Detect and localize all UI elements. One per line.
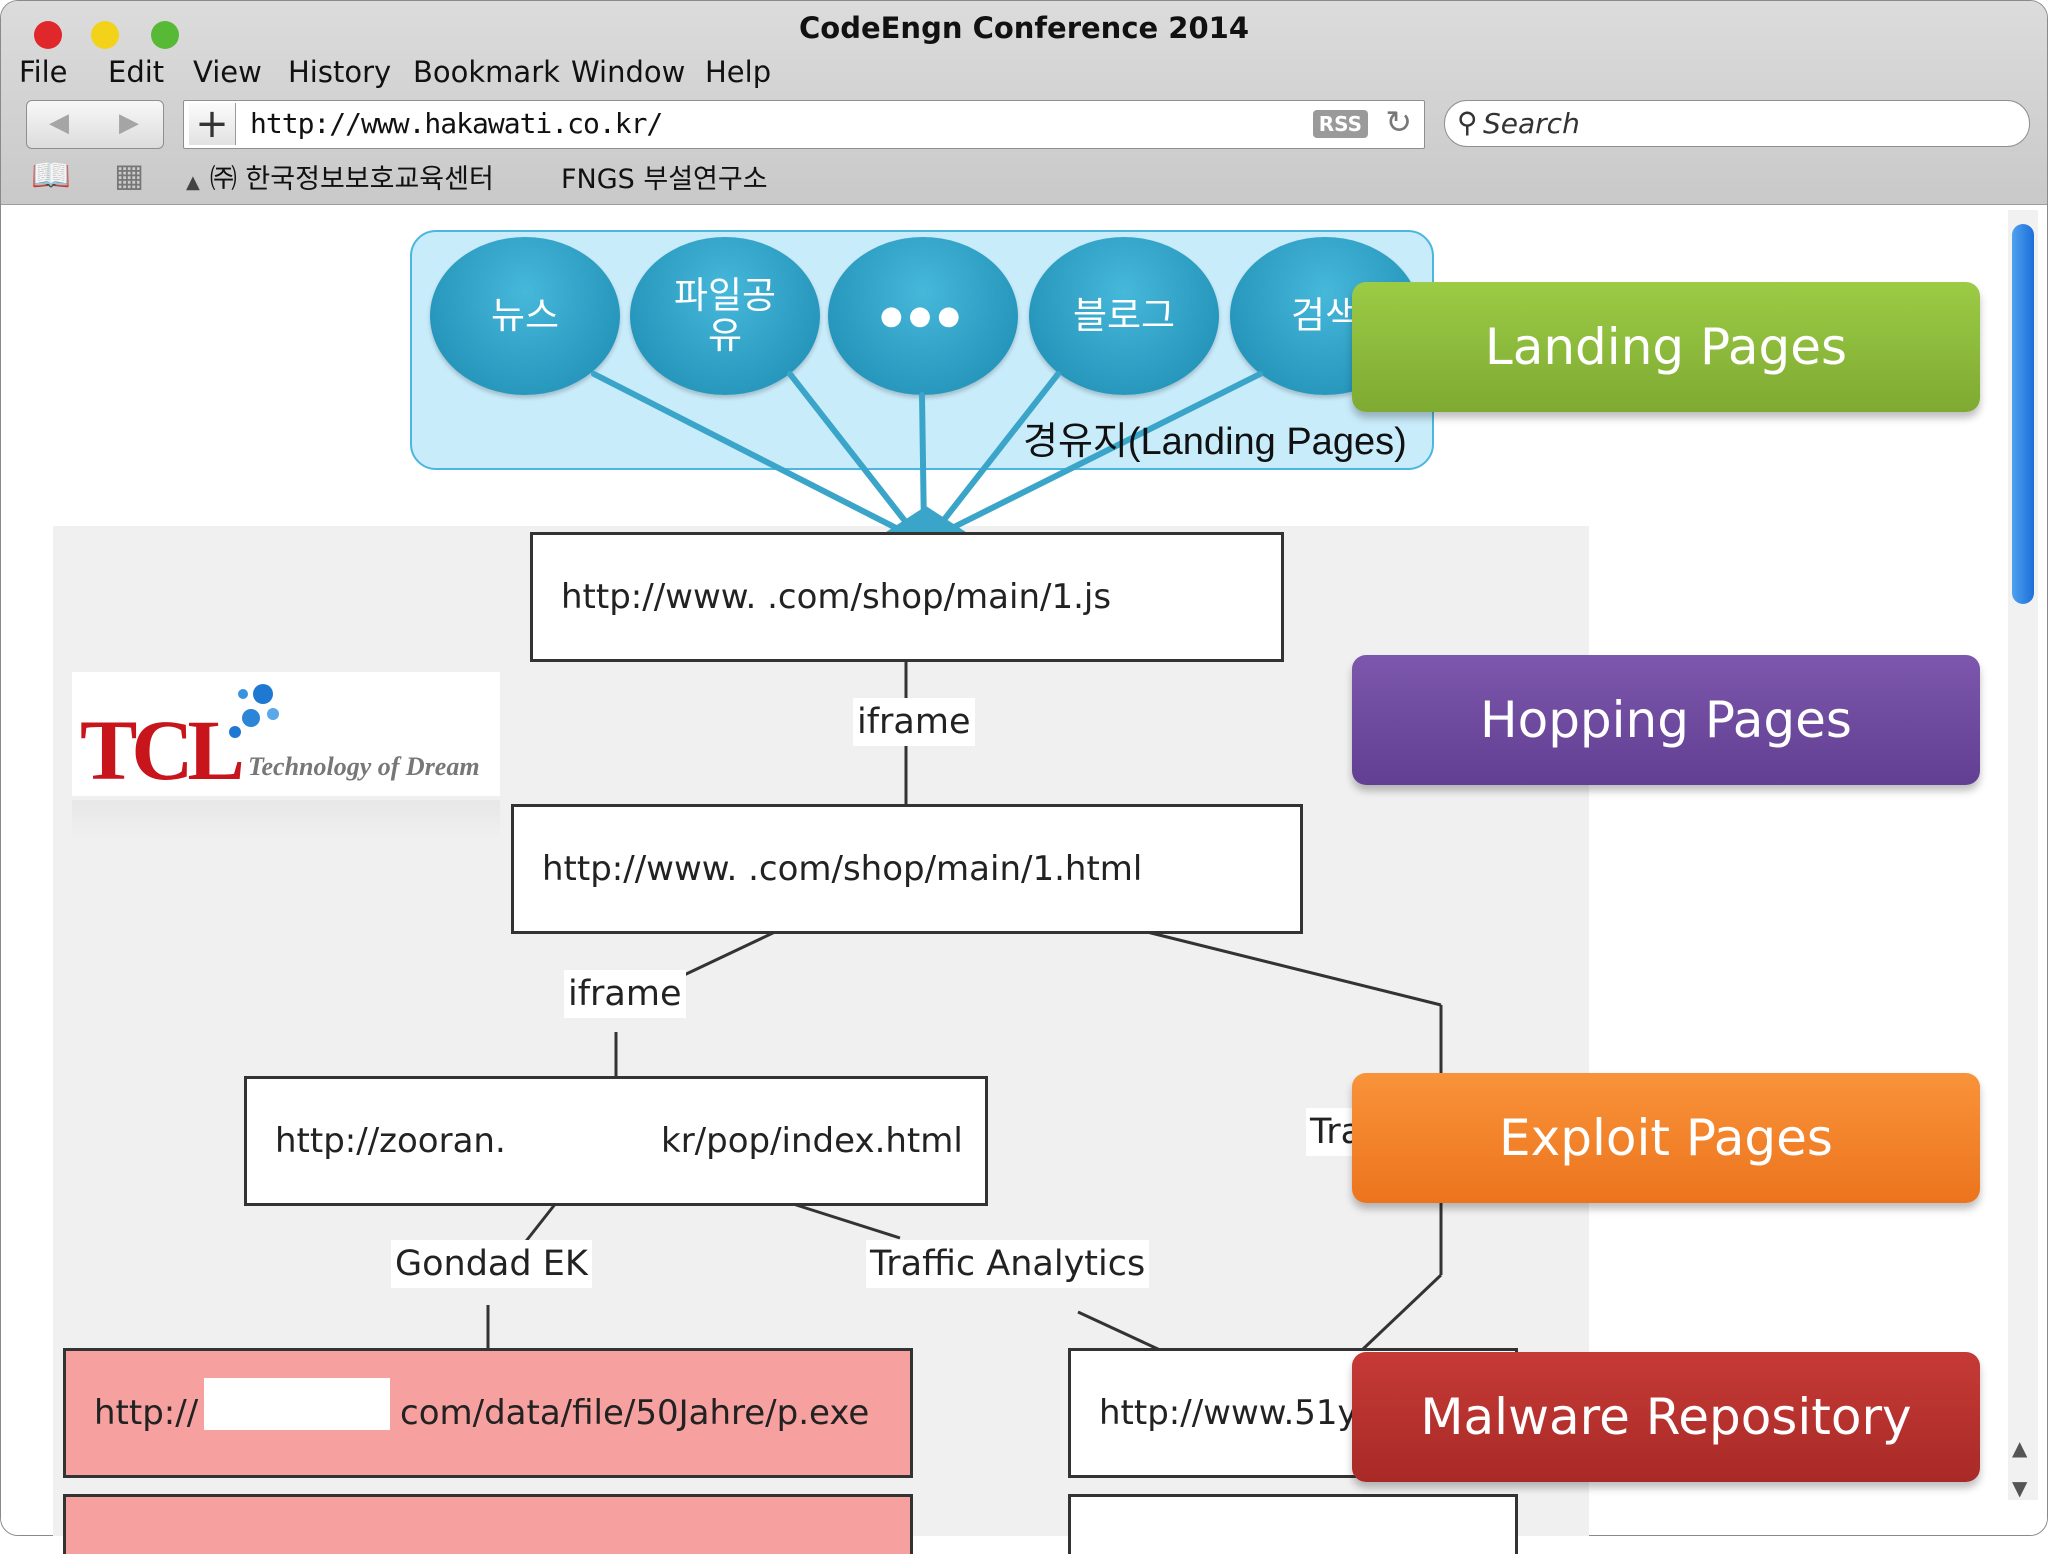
edge-label-iframe-1: iframe	[853, 698, 975, 746]
tcl-logo: TCL Technology of Dream	[72, 672, 500, 798]
bubble-fileshare: 파일공 유	[630, 237, 820, 395]
nav-buttons: ◀ ▶	[26, 100, 164, 149]
search-field[interactable]: ⚲ Search	[1444, 100, 2030, 147]
logo-text: TCL	[80, 702, 245, 798]
window-title: CodeEngn Conference 2014	[798, 11, 1249, 45]
scrollbar-thumb[interactable]	[2012, 224, 2034, 604]
box-malware-next	[63, 1494, 913, 1554]
back-button[interactable]: ◀	[49, 108, 69, 138]
reload-icon[interactable]: ↻	[1385, 103, 1412, 141]
menu-history[interactable]: History	[288, 55, 392, 89]
box-malware-exe: http:// com/data/file/50Jahre/p.exe	[63, 1348, 913, 1478]
scroll-down-icon[interactable]: ▼	[2012, 1476, 2028, 1500]
logo-reflection	[72, 800, 500, 840]
box-exploit-page: http://zooran. kr/pop/index.html	[244, 1076, 988, 1206]
menu-file[interactable]: File	[19, 55, 68, 89]
zoom-button[interactable]	[151, 21, 179, 49]
edge-label-traffic: Traffic Analytics	[866, 1240, 1150, 1288]
landing-caption: 경유지(Landing Pages)	[1023, 421, 1407, 463]
close-button[interactable]	[34, 21, 62, 49]
tag-malware-repository: Malware Repository	[1352, 1352, 1980, 1482]
search-placeholder: Search	[1483, 107, 1580, 140]
address-bar[interactable]: + http://www.hakawati.co.kr/ RSS ↻	[183, 100, 1425, 149]
vertical-scrollbar[interactable]	[2008, 210, 2038, 1500]
browser-chrome: CodeEngn Conference 2014 File Edit View …	[1, 1, 2047, 205]
add-bookmark-button[interactable]: +	[189, 103, 236, 145]
logo-slogan: Technology of Dream	[248, 752, 480, 781]
tag-landing-pages: Landing Pages	[1352, 282, 1980, 412]
bookmark-triangle-icon: ▲	[186, 172, 200, 193]
menu-help[interactable]: Help	[705, 55, 772, 89]
scroll-up-icon[interactable]: ▲	[2012, 1436, 2028, 1460]
bookmark-item-1[interactable]: ▲㈜ 한국정보보호교육센터	[186, 164, 494, 195]
bubble-news: 뉴스	[430, 237, 620, 395]
bubble-blog: 블로그	[1029, 237, 1219, 395]
menu-view[interactable]: View	[193, 55, 262, 89]
menu-edit[interactable]: Edit	[108, 55, 165, 89]
forward-button[interactable]: ▶	[119, 108, 139, 138]
tag-hopping-pages: Hopping Pages	[1352, 655, 1980, 785]
tag-exploit-pages: Exploit Pages	[1352, 1073, 1980, 1203]
edge-label-iframe-2: iframe	[564, 970, 686, 1018]
minimize-button[interactable]	[91, 21, 119, 49]
reader-icon[interactable]: 📖	[31, 156, 71, 194]
bookmark-item-2[interactable]: FNGS 부설연구소	[561, 164, 768, 195]
bubble-more: ●●●	[828, 237, 1018, 395]
box-landing-js: http://www. .com/shop/main/1.js	[530, 532, 1284, 662]
edge-label-gondad: Gondad EK	[391, 1240, 592, 1288]
box-hopping-html: http://www. .com/shop/main/1.html	[511, 804, 1303, 934]
search-icon: ⚲	[1457, 106, 1478, 139]
menu-bookmark[interactable]: Bookmark	[413, 55, 560, 89]
category-tags: Landing Pages Hopping Pages Exploit Page…	[1352, 0, 1992, 1536]
menu-window[interactable]: Window	[571, 55, 686, 89]
grid-icon[interactable]: ▦	[114, 156, 145, 194]
logo-dots-icon	[229, 684, 279, 738]
redaction	[204, 1378, 390, 1430]
rss-button[interactable]: RSS	[1312, 110, 1368, 138]
url-field[interactable]: http://www.hakawati.co.kr/	[250, 107, 663, 140]
